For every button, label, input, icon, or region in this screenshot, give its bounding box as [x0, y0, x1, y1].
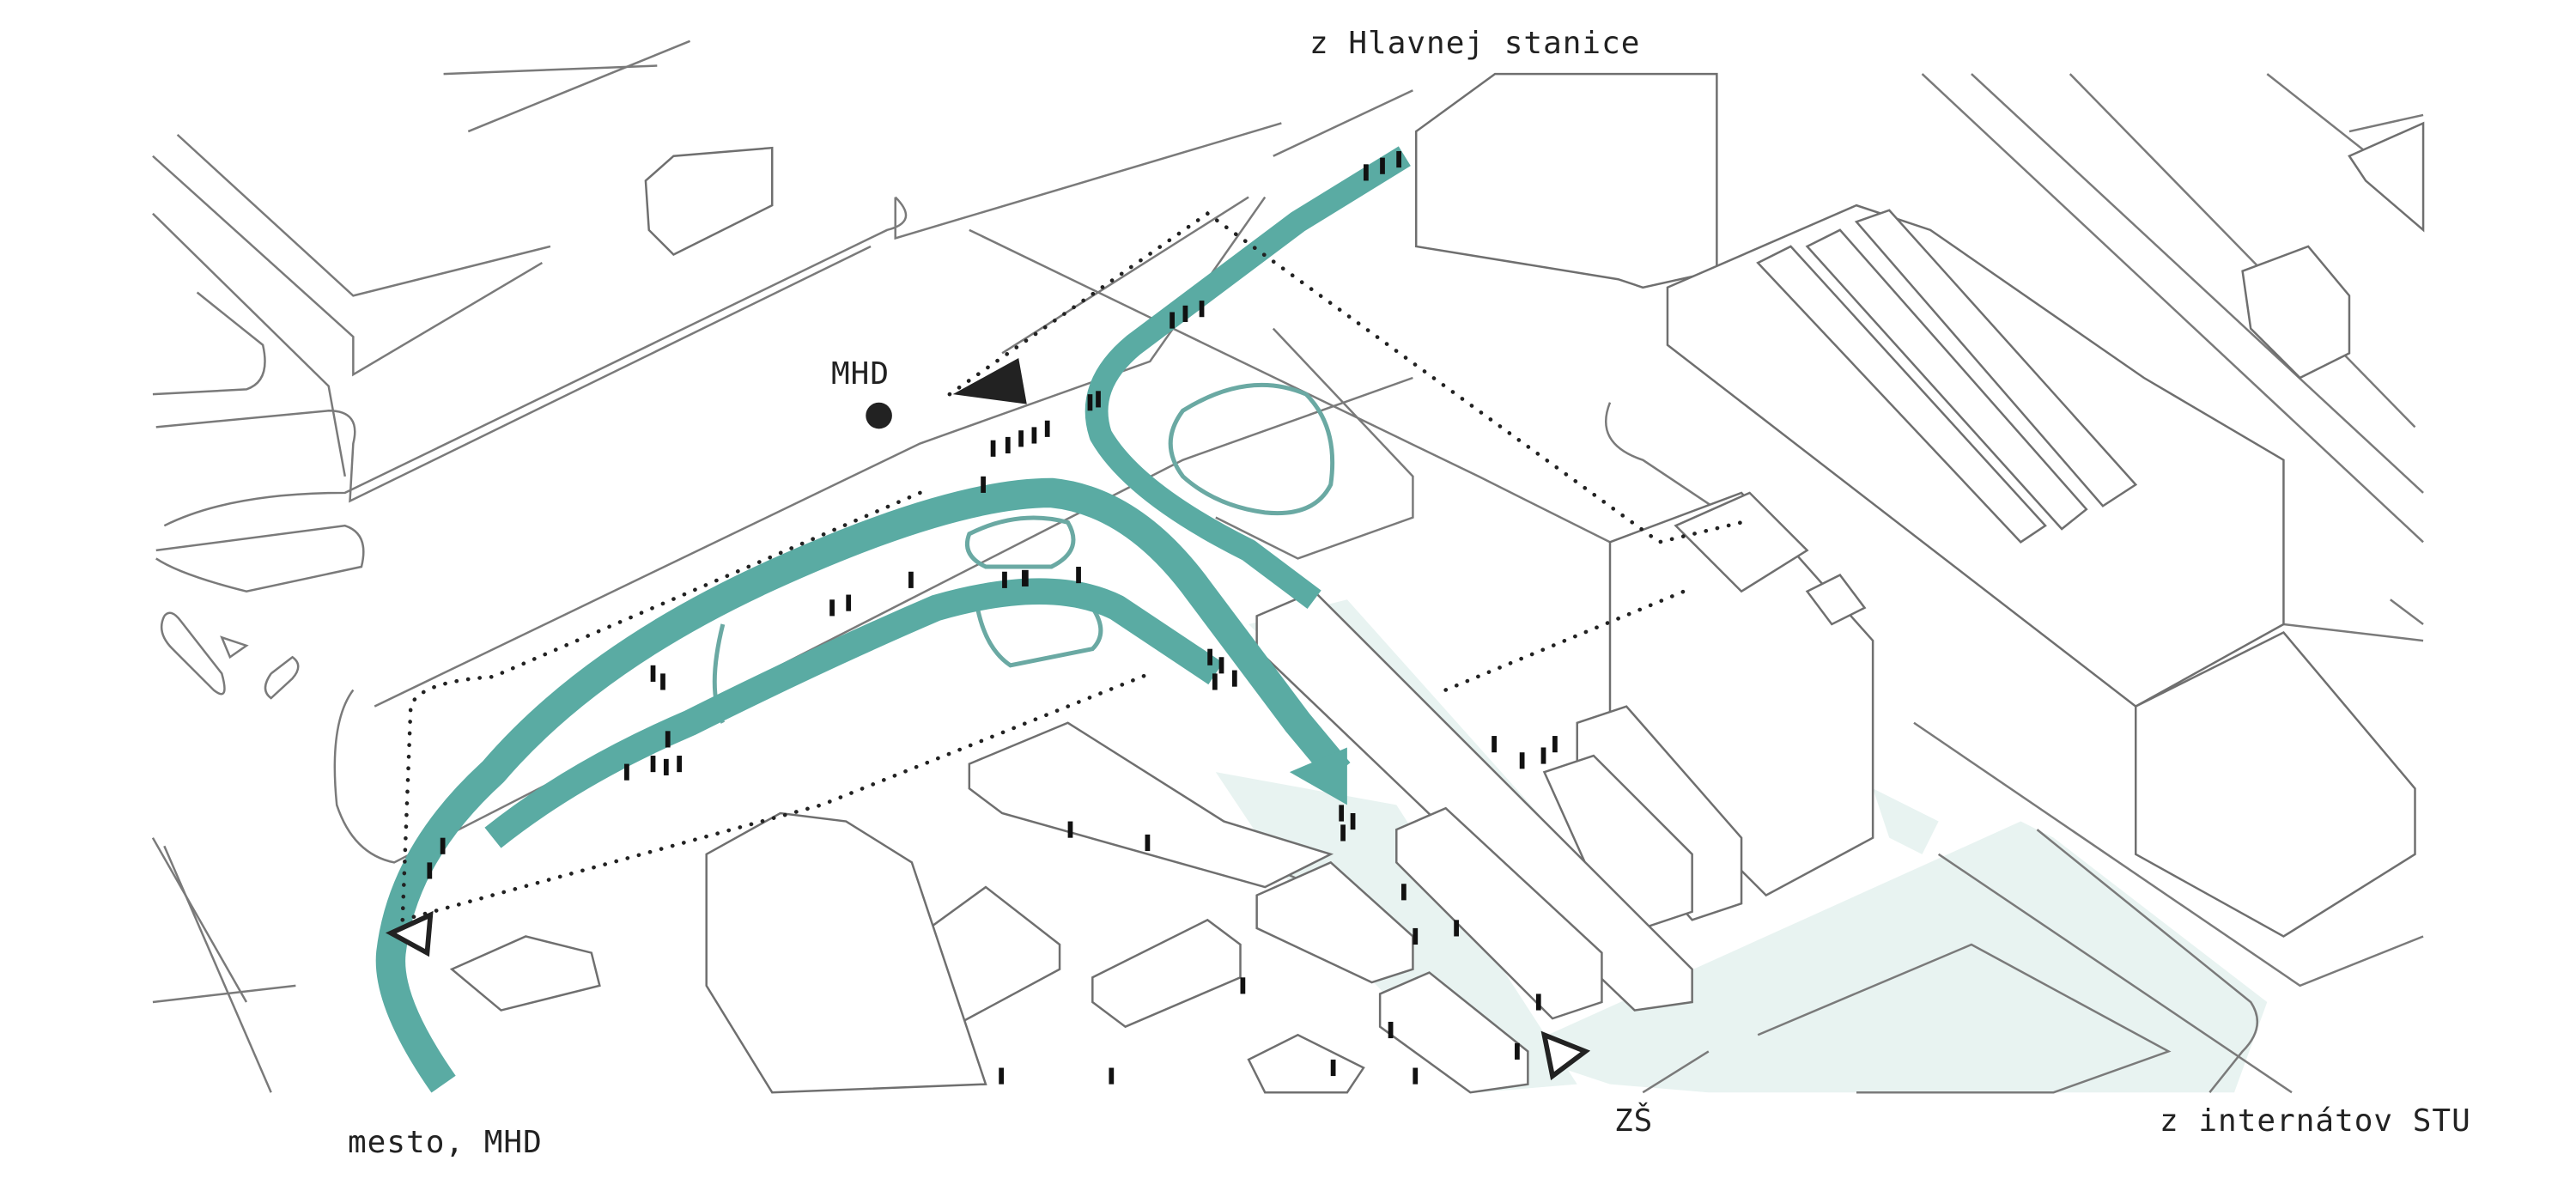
- label-from-main-station: z Hlavnej stanice: [1309, 26, 1641, 61]
- label-from-stu-dorms: z internátov STU: [2160, 1103, 2471, 1139]
- label-city-mhd: mesto, MHD: [348, 1125, 543, 1160]
- mhd-direction-arrow: [952, 358, 1027, 404]
- people-figures: [427, 151, 1558, 1085]
- dotted-boundary: [400, 210, 1744, 922]
- entry-arrow-school: [1540, 1030, 1591, 1081]
- label-mhd-stop: MHD: [831, 356, 890, 392]
- entry-arrow-left: [385, 910, 434, 957]
- label-school: ZŠ: [1614, 1103, 1654, 1139]
- mhd-stop-marker: [866, 402, 892, 429]
- buildings: [449, 72, 2425, 1094]
